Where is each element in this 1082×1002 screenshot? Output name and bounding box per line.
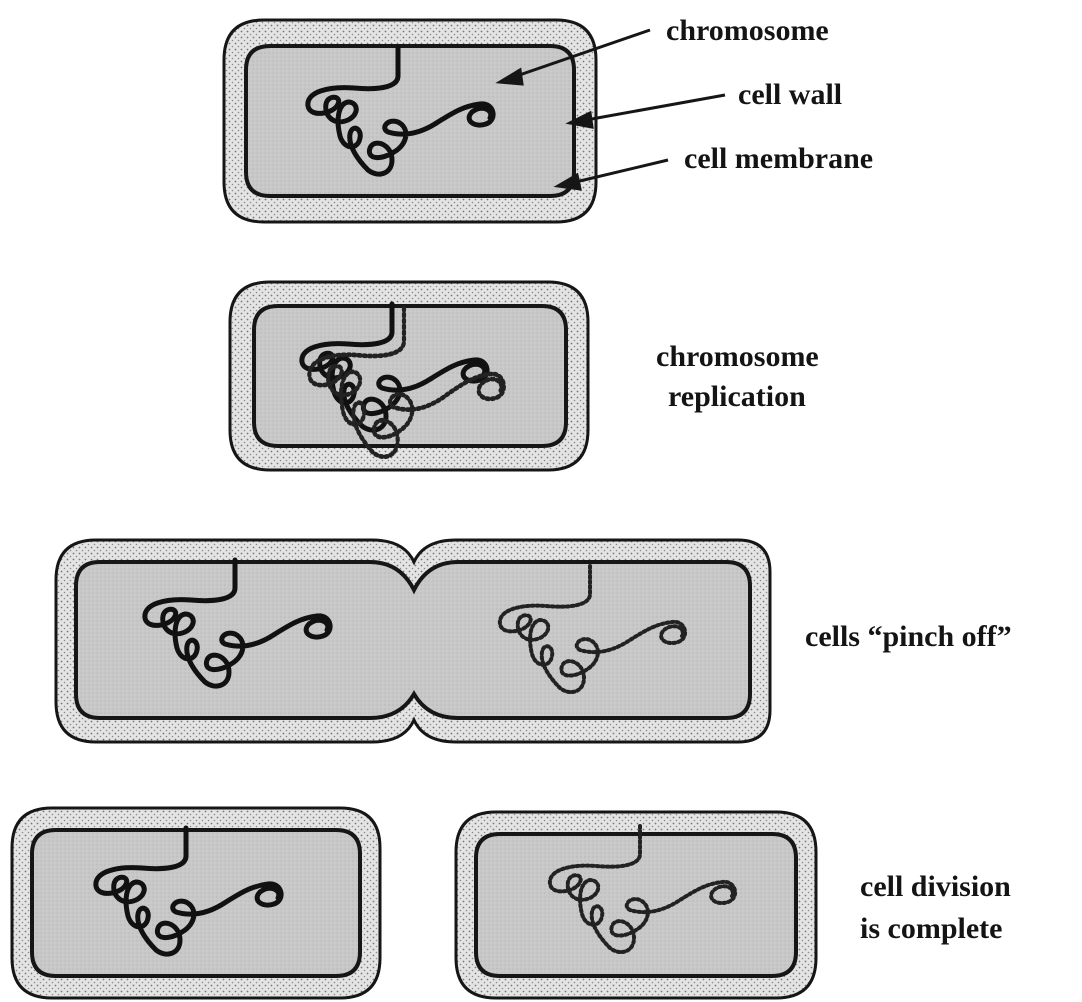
label-chromosome: chromosome xyxy=(666,14,829,47)
stage4-cell-left xyxy=(12,808,380,998)
label-stage3: cells “pinch off” xyxy=(805,620,1012,653)
stage3-cell xyxy=(56,540,770,742)
label-stage4-line1: cell division xyxy=(860,870,1011,903)
stage2-cell xyxy=(230,282,588,470)
cell-membrane xyxy=(246,46,574,196)
label-stage2-line2: replication xyxy=(668,380,806,413)
label-cell-membrane: cell membrane xyxy=(684,142,873,175)
label-stage4-line2: is complete xyxy=(860,912,1002,945)
cell-membrane xyxy=(254,306,566,446)
label-cell-wall: cell wall xyxy=(738,78,842,111)
cell-membrane xyxy=(32,830,360,976)
cell-membrane xyxy=(476,834,796,976)
label-stage2-line1: chromosome xyxy=(656,340,819,373)
stage4-cell-right xyxy=(456,812,816,998)
stage1-cell xyxy=(224,20,596,222)
